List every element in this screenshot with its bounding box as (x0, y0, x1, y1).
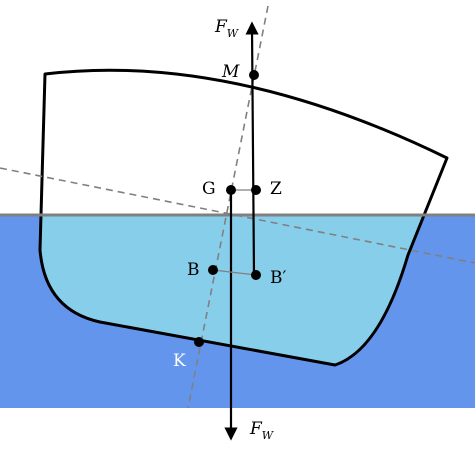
hull-outline (38, 68, 449, 367)
buoyancy-label: B (187, 260, 200, 280)
gravity-point (226, 185, 236, 195)
buoyancy-heeled-point (251, 270, 261, 280)
force-bottom-label: FW (249, 419, 275, 442)
gravity-label: G (202, 179, 216, 199)
z-label: Z (270, 179, 282, 199)
keel-label: K (173, 351, 186, 371)
heeled-waterline (0, 167, 475, 264)
z-point (251, 185, 261, 195)
keel-point (194, 337, 204, 347)
b-bprime-connector (212, 269, 257, 276)
metacenter-point (249, 70, 259, 80)
buoyancy-point (208, 265, 218, 275)
metacenter-label: M (221, 62, 240, 82)
buoyancy-heeled-label: B′ (270, 268, 286, 288)
force-top-label: FW (214, 17, 240, 40)
force-up-arrow (245, 21, 259, 277)
